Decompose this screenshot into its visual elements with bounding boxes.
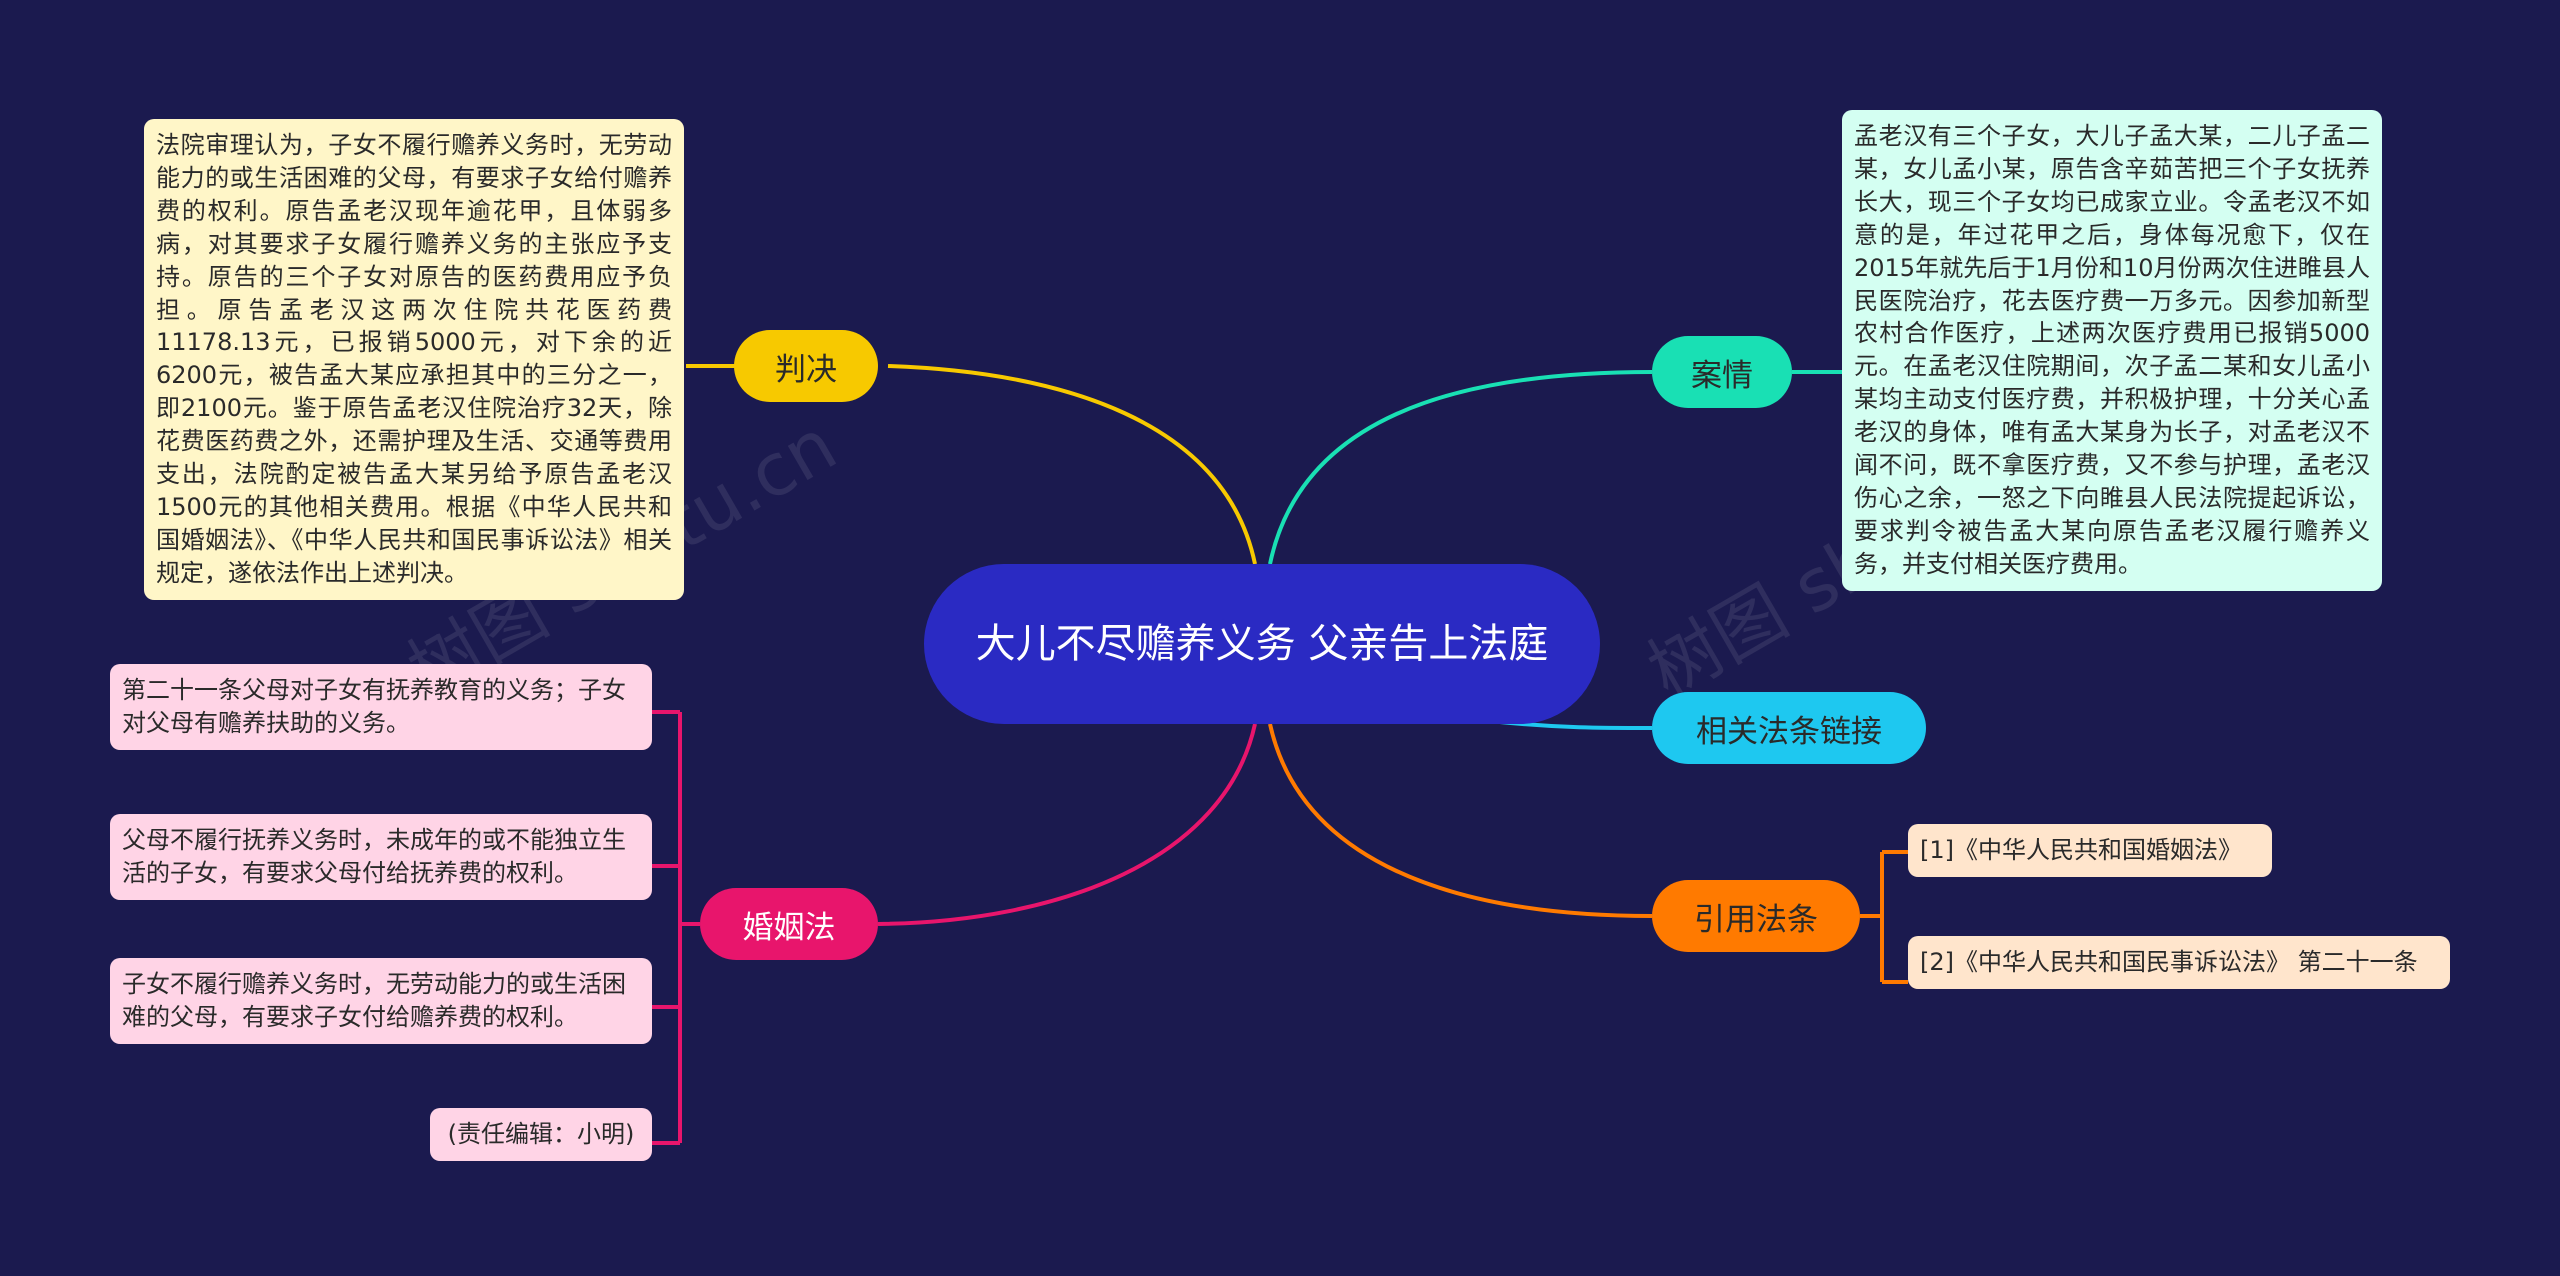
- connector-cited-items: [1860, 850, 1908, 984]
- marriage-law-item-text: 子女不履行赡养义务时，无劳动能力的或生活困难的父母，有要求子女付给赡养费的权利。: [122, 970, 626, 1031]
- marriage-law-item-text: 父母不履行抚养义务时，未成年的或不能独立生活的子女，有要求父母付给抚养费的权利。: [122, 826, 626, 887]
- marriage-law-item: 父母不履行抚养义务时，未成年的或不能独立生活的子女，有要求父母付给抚养费的权利。: [110, 814, 652, 900]
- cited-law-item[interactable]: [1]《中华人民共和国婚姻法》: [1908, 824, 2272, 877]
- branch-related-links-label: 相关法条链接: [1696, 713, 1882, 750]
- branch-case-label: 案情: [1691, 357, 1753, 394]
- marriage-law-item-text: 第二十一条父母对子女有抚养教育的义务；子女对父母有赡养扶助的义务。: [122, 676, 626, 737]
- branch-cited-laws-label: 引用法条: [1694, 901, 1818, 938]
- root-topic[interactable]: 大儿不尽赡养义务 父亲告上法庭: [924, 564, 1600, 724]
- connector-marriage-items: [652, 710, 700, 1145]
- connector-marriage: [877, 723, 1257, 926]
- branch-related-links[interactable]: 相关法条链接: [1652, 692, 1926, 764]
- branch-verdict[interactable]: 判决: [734, 330, 878, 402]
- branch-cited-laws[interactable]: 引用法条: [1652, 880, 1860, 952]
- connector-cited: [1268, 723, 1653, 918]
- case-note-text: 孟老汉有三个子女，大儿子孟大某，二儿子孟二某，女儿孟小某，原告含辛茹苦把三个子女…: [1854, 122, 2370, 578]
- cited-law-item-text: [1]《中华人民共和国婚姻法》: [1920, 836, 2242, 864]
- marriage-law-item: 第二十一条父母对子女有抚养教育的义务；子女对父母有赡养扶助的义务。: [110, 664, 652, 750]
- connector-case: [1268, 370, 1653, 565]
- marriage-law-item: 子女不履行赡养义务时，无劳动能力的或生活困难的父母，有要求子女付给赡养费的权利。: [110, 958, 652, 1044]
- root-title: 大儿不尽赡养义务 父亲告上法庭: [975, 621, 1549, 667]
- branch-case[interactable]: 案情: [1652, 336, 1792, 408]
- branch-marriage-law-label: 婚姻法: [742, 909, 836, 946]
- connector-verdict: [887, 364, 1257, 565]
- verdict-note-text: 法院审理认为，子女不履行赡养义务时，无劳动能力的或生活困难的父母，有要求子女给付…: [156, 131, 672, 587]
- branch-marriage-law[interactable]: 婚姻法: [700, 888, 878, 960]
- cited-law-item[interactable]: [2]《中华人民共和国民事诉讼法》 第二十一条: [1908, 936, 2450, 989]
- editor-credit-text: (责任编辑：小明): [447, 1120, 635, 1148]
- case-note: 孟老汉有三个子女，大儿子孟大某，二儿子孟二某，女儿孟小某，原告含辛茹苦把三个子女…: [1842, 110, 2382, 591]
- editor-credit: (责任编辑：小明): [430, 1108, 652, 1161]
- verdict-note: 法院审理认为，子女不履行赡养义务时，无劳动能力的或生活困难的父母，有要求子女给付…: [144, 119, 684, 600]
- cited-law-item-text: [2]《中华人民共和国民事诉讼法》 第二十一条: [1920, 948, 2418, 976]
- branch-verdict-label: 判决: [775, 351, 837, 388]
